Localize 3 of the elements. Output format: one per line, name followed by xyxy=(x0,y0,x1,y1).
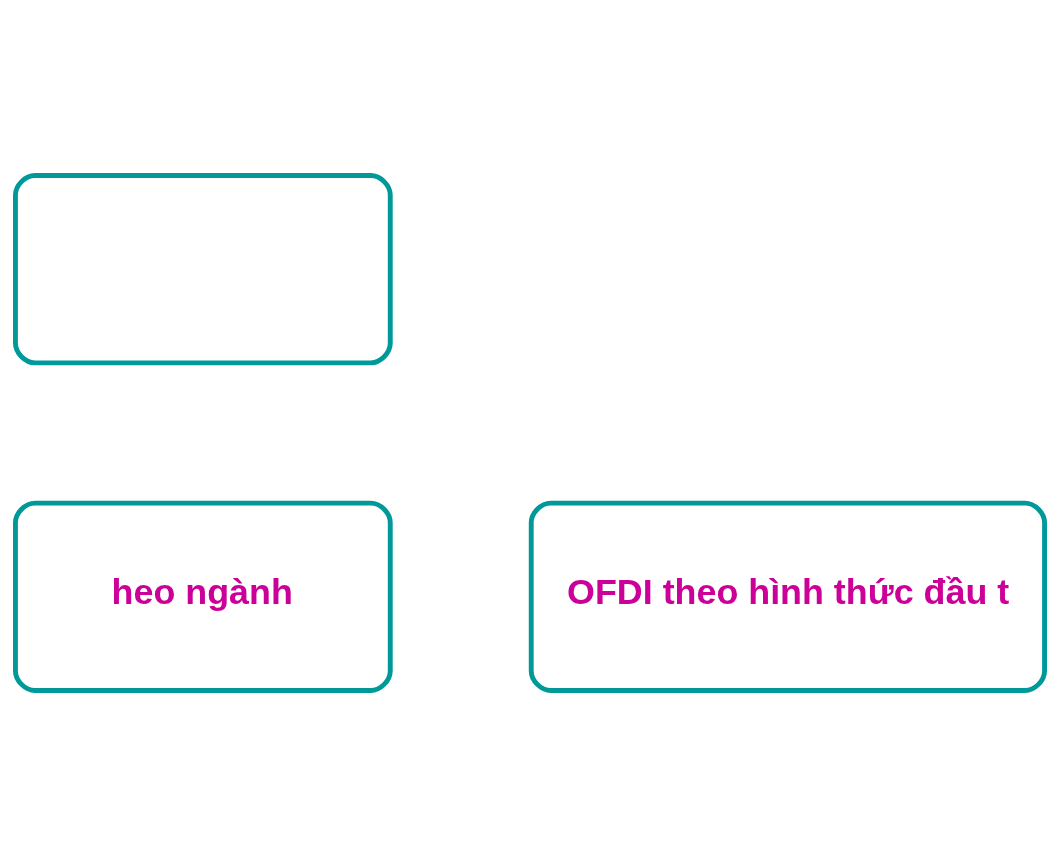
node-box: OFDI theo hình thức đầu t xyxy=(528,500,1047,693)
node-box xyxy=(13,172,393,365)
node-box: heo ngành xyxy=(13,500,393,693)
